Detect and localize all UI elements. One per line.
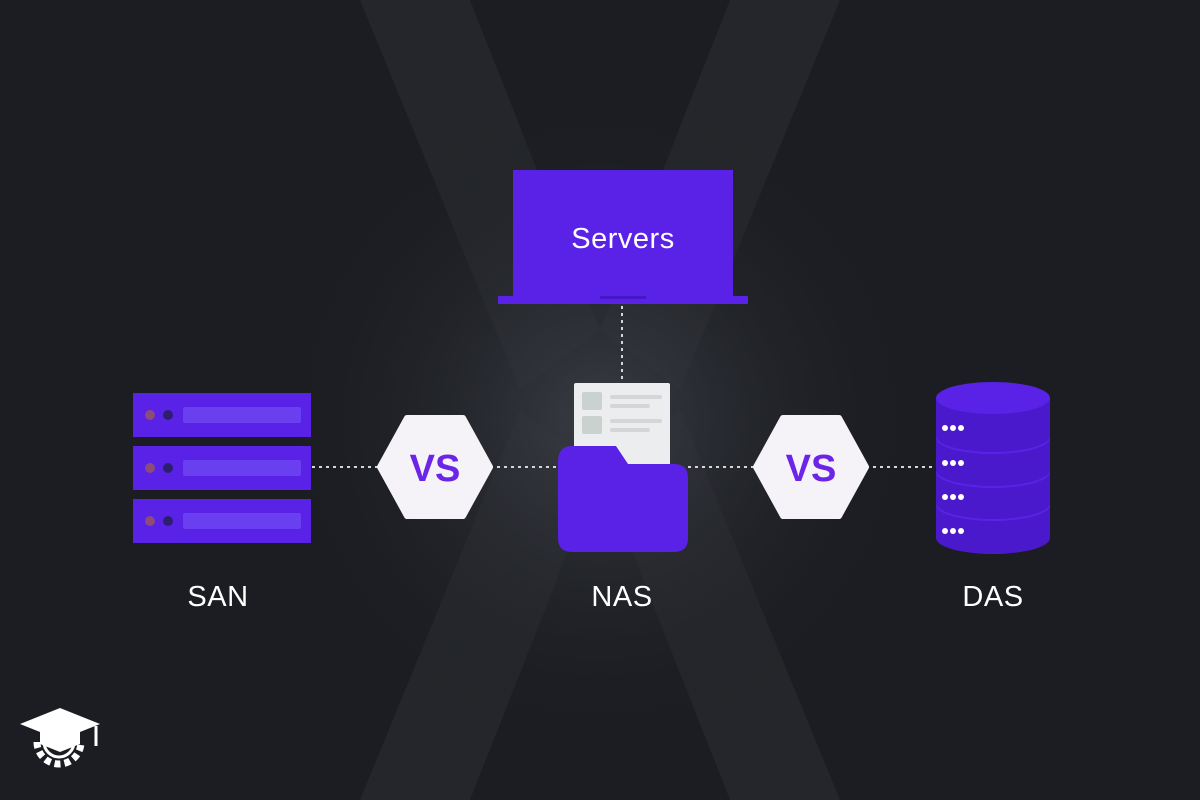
san-label: SAN: [187, 581, 249, 613]
folder-document-icon: [558, 383, 688, 552]
database-indicator-dots: [942, 425, 964, 534]
server-rack-icon: [133, 393, 311, 543]
vs-label-right: VS: [786, 448, 837, 490]
connector-lines: [312, 306, 934, 468]
laptop-icon: [498, 170, 748, 304]
graduation-cap-gear-logo: [20, 708, 100, 768]
server-unit: [133, 446, 311, 490]
servers-label: Servers: [571, 223, 675, 255]
folder-icon: [558, 446, 688, 552]
nas-label: NAS: [591, 581, 653, 613]
das-label: DAS: [962, 581, 1024, 613]
server-unit: [133, 393, 311, 437]
server-unit: [133, 499, 311, 543]
database-stack-icon: [936, 382, 1050, 554]
vs-hexagon-right: [753, 415, 869, 519]
vs-hexagon-left: [377, 415, 493, 519]
vs-label-left: VS: [410, 448, 461, 490]
